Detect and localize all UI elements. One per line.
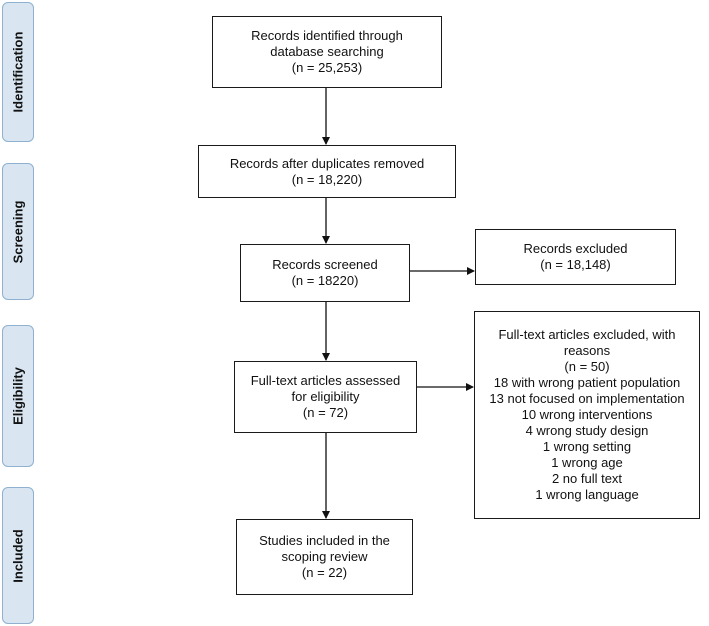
box-fulltext-excluded-line-7: 4 wrong study design	[525, 423, 649, 438]
box-records-after-duplicates: Records after duplicates removed (n = 18…	[198, 145, 456, 198]
box-fulltext-assessed-line-1: Full-text articles assessed	[250, 373, 401, 388]
box-records-after-duplicates-line-1: Records after duplicates removed	[229, 155, 425, 171]
box-fulltext-excluded-line-10: 2 no full text	[551, 471, 623, 486]
box-records-screened: Records screened (n = 18220)	[240, 244, 410, 302]
box-studies-included-line-2: scoping review	[281, 549, 368, 564]
box-studies-included-line-3: (n = 22)	[301, 565, 348, 580]
box-fulltext-excluded-line-11: 1 wrong language	[535, 487, 639, 502]
box-records-screened-line-1: Records screened	[272, 257, 378, 272]
box-fulltext-excluded-line-9: 1 wrong age	[551, 455, 623, 470]
box-records-screened-line-2: (n = 18220)	[291, 273, 359, 288]
box-fulltext-assessed-line-2: for eligibility	[291, 389, 360, 404]
box-fulltext-excluded: Full-text articles excluded, with reason…	[474, 311, 700, 519]
box-records-identified-line-2: database searching	[270, 44, 384, 59]
box-records-identified-line-3: (n = 25,253)	[291, 60, 363, 75]
box-fulltext-assessed-line-3: (n = 72)	[302, 405, 349, 420]
box-fulltext-excluded-line-6: 10 wrong interventions	[521, 407, 653, 422]
box-fulltext-assessed: Full-text articles assessed for eligibil…	[234, 361, 417, 433]
box-fulltext-excluded-line-1: Full-text articles excluded, with	[498, 327, 676, 342]
box-fulltext-excluded-line-8: 1 wrong setting	[542, 439, 632, 454]
box-records-identified-line-1: Records identified through	[251, 28, 403, 43]
box-records-identified: Records identified through database sear…	[212, 16, 442, 88]
stage-included: Included	[2, 487, 34, 624]
box-fulltext-excluded-line-3: (n = 50)	[564, 359, 610, 374]
box-studies-included: Studies included in the scoping review (…	[236, 519, 413, 595]
box-fulltext-excluded-line-2: reasons	[563, 343, 611, 358]
box-studies-included-line-1: Studies included in the	[259, 533, 390, 548]
stage-screening: Screening	[2, 163, 34, 300]
box-fulltext-excluded-line-5: 13 not focused on implementation	[489, 391, 685, 406]
stage-eligibility: Eligibility	[2, 325, 34, 467]
stage-identification: Identification	[2, 2, 34, 142]
box-records-excluded: Records excluded (n = 18,148)	[475, 229, 676, 285]
box-records-excluded-line-1: Records excluded	[523, 241, 628, 256]
box-records-after-duplicates-line-2: (n = 18,220)	[291, 171, 363, 187]
box-fulltext-excluded-line-4: 18 with wrong patient population	[493, 375, 681, 390]
box-records-excluded-line-2: (n = 18,148)	[540, 257, 611, 272]
